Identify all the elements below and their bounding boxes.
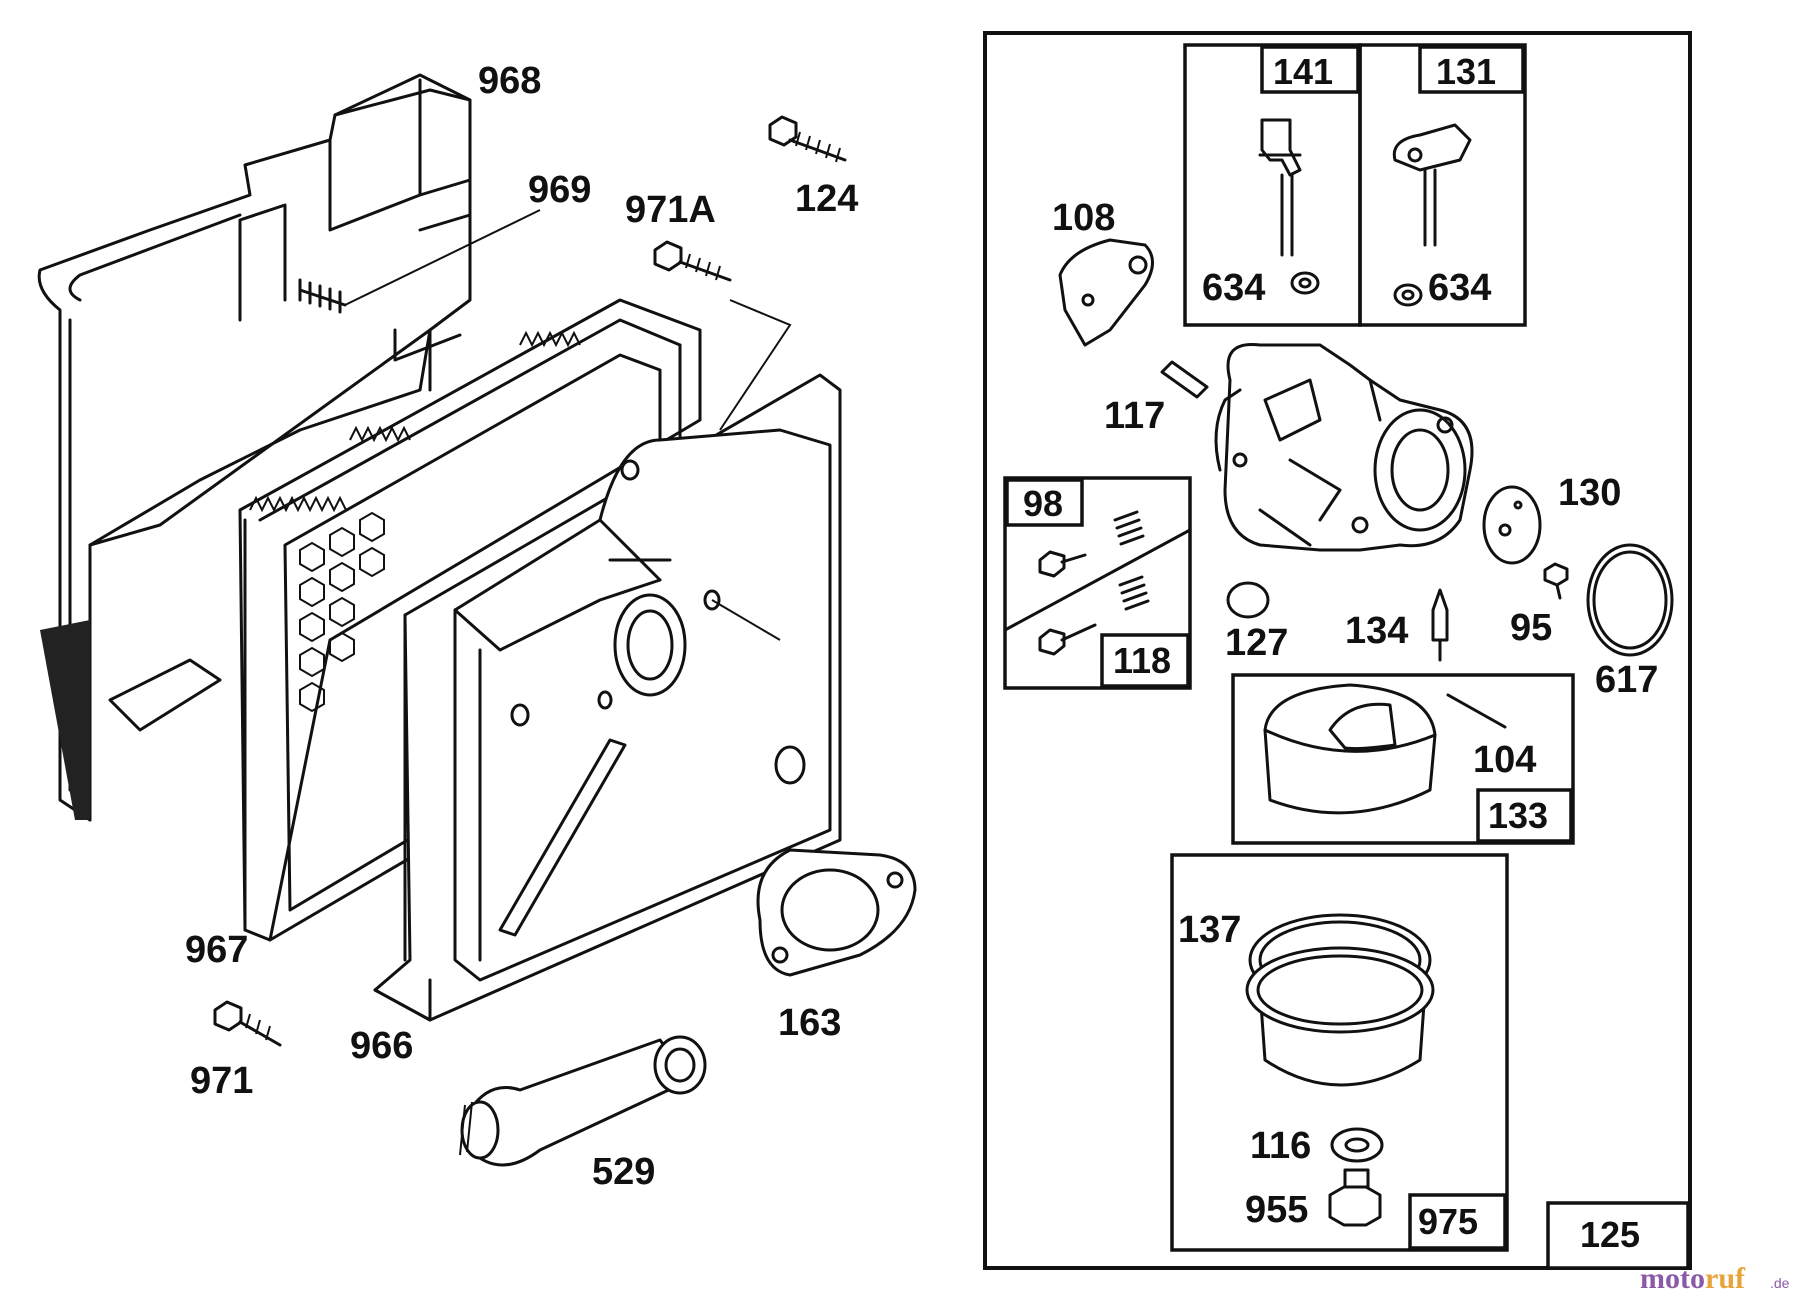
watermark-part2: ruf xyxy=(1705,1262,1746,1295)
box-131-frame xyxy=(1358,43,1527,327)
spring-98 xyxy=(1113,510,1145,546)
label-95: 95 xyxy=(1510,607,1552,649)
air-cleaner-base-968 xyxy=(37,73,472,822)
box-141-tab xyxy=(1260,45,1360,94)
label-130: 130 xyxy=(1558,472,1621,514)
label-966: 966 xyxy=(350,1025,413,1067)
valve-131 xyxy=(1392,123,1472,247)
label-104: 104 xyxy=(1473,739,1536,781)
label-116: 116 xyxy=(1250,1125,1311,1167)
box-98-118-frame xyxy=(1003,476,1192,690)
spring-118 xyxy=(1118,575,1150,611)
pin-117 xyxy=(1160,360,1209,399)
screw-955 xyxy=(1328,1168,1382,1227)
box-133-tab xyxy=(1476,788,1573,843)
box-131-tab xyxy=(1418,45,1525,94)
float-133 xyxy=(1263,683,1437,815)
label-617: 617 xyxy=(1595,659,1658,701)
label-127: 127 xyxy=(1225,622,1288,664)
box-975-frame xyxy=(1170,853,1509,1252)
washer-116 xyxy=(1330,1127,1384,1163)
pin-104 xyxy=(1446,693,1507,729)
label-971: 971 xyxy=(190,1060,253,1102)
label-967: 967 xyxy=(185,929,248,971)
box-98-divider xyxy=(1003,528,1192,632)
label-529: 529 xyxy=(592,1151,655,1193)
box-98-tab xyxy=(1005,478,1084,527)
box-label-125: 125 xyxy=(1580,1214,1640,1255)
carburetor-panel-frame xyxy=(983,31,1692,1270)
screw-118 xyxy=(1038,623,1097,656)
label-108: 108 xyxy=(1052,197,1115,239)
gasket-163 xyxy=(756,848,917,977)
disk-130 xyxy=(1482,485,1542,565)
watermark-part1: moto xyxy=(1640,1262,1705,1295)
label-137: 137 xyxy=(1178,909,1241,951)
box-label-133: 133 xyxy=(1488,795,1548,836)
valve-141 xyxy=(1258,118,1302,257)
bolt-124 xyxy=(768,115,847,163)
needle-134 xyxy=(1431,588,1449,662)
box-label-118: 118 xyxy=(1113,640,1171,681)
box-label-98: 98 xyxy=(1023,483,1063,524)
box-label-975: 975 xyxy=(1418,1201,1478,1242)
box-133-frame xyxy=(1231,673,1575,845)
watermark-suffix: .de xyxy=(1770,1275,1790,1291)
breather-tube-529 xyxy=(459,1035,707,1167)
screw-971a xyxy=(653,240,732,282)
label-634-left: 634 xyxy=(1202,267,1265,309)
label-117: 117 xyxy=(1104,395,1165,437)
label-124: 124 xyxy=(795,178,858,220)
label-634-right: 634 xyxy=(1428,267,1491,309)
label-969: 969 xyxy=(528,169,591,211)
box-975-tab xyxy=(1408,1193,1507,1250)
box-label-141: 141 xyxy=(1273,51,1333,92)
screw-98 xyxy=(1038,550,1087,578)
air-cleaner-cover-966 xyxy=(373,373,842,1022)
washer-127 xyxy=(1226,581,1270,619)
box-label-131: 131 xyxy=(1436,51,1496,92)
float-bowl-137 xyxy=(1245,913,1435,1087)
plate-108 xyxy=(1058,238,1154,347)
label-971a: 971A xyxy=(625,189,716,231)
screw-971 xyxy=(213,1000,282,1047)
box-118-tab xyxy=(1100,633,1190,688)
washer-634-right xyxy=(1393,283,1423,307)
label-955: 955 xyxy=(1245,1189,1308,1231)
screw-95 xyxy=(1543,562,1569,600)
label-968: 968 xyxy=(478,60,541,102)
watermark-logo: moto ruf .de xyxy=(1640,1262,1790,1295)
carburetor-body xyxy=(1214,342,1474,552)
label-163: 163 xyxy=(778,1002,841,1044)
washer-634-left xyxy=(1290,271,1320,295)
o-ring-617 xyxy=(1586,543,1674,657)
label-134: 134 xyxy=(1345,610,1408,652)
box-125-tab xyxy=(1546,1201,1690,1270)
